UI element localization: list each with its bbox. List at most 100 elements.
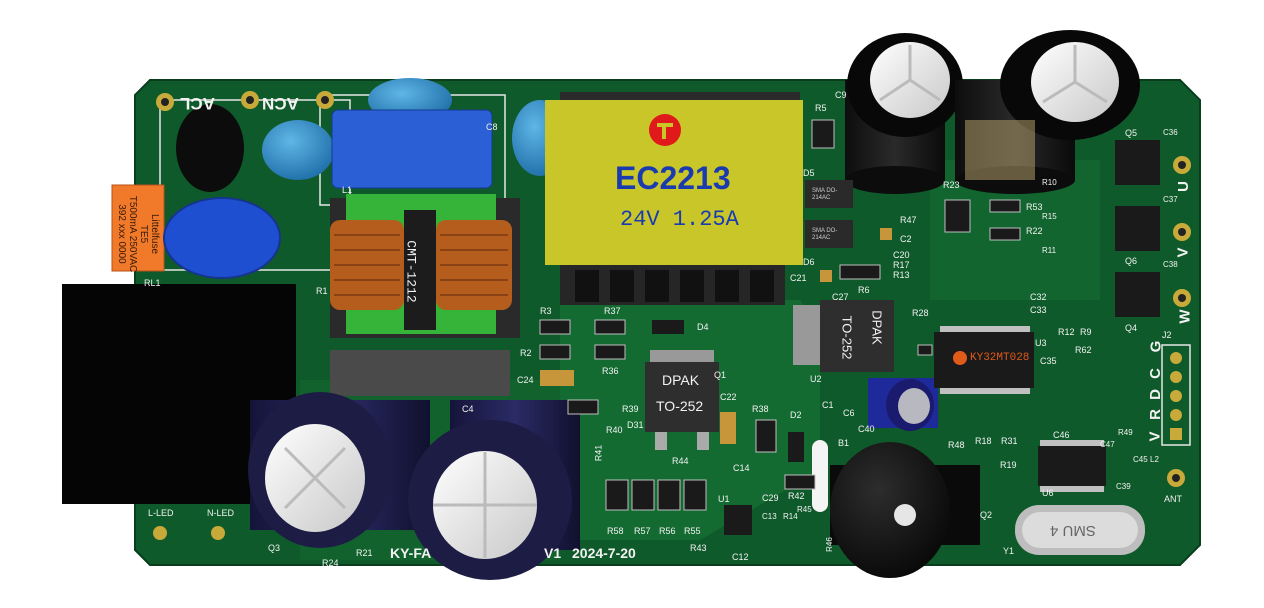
diode-d5-marking: SMA DO-214AC — [812, 188, 838, 201]
board-label-name: KY-FA — [390, 545, 432, 561]
ref-c6: C6 — [843, 408, 855, 418]
ref-c2: C2 — [900, 234, 912, 244]
ref-r5: R5 — [815, 103, 827, 113]
ref-d5: D5 — [803, 168, 815, 178]
ref-c22: C22 — [720, 392, 737, 402]
uvw-u: U — [1174, 181, 1192, 192]
label-acl: ACL — [180, 94, 215, 113]
ref-r2: R2 — [520, 348, 532, 358]
ref-r56: R56 — [659, 526, 676, 536]
ref-r19: R19 — [1000, 460, 1017, 470]
ref-c20: C20 — [893, 250, 910, 260]
ref-r41: R41 — [593, 444, 604, 462]
ref-r17: R17 — [893, 260, 910, 270]
ref-c9: C9 — [835, 90, 847, 100]
electrolytic-cap-c40 — [868, 378, 938, 431]
ref-r53: R53 — [1026, 202, 1043, 212]
ref-r13: R13 — [893, 270, 910, 280]
dpak-u2 — [793, 300, 894, 372]
diode-d6-marking: SMA DO-214AC — [812, 228, 838, 241]
ref-r37: R37 — [604, 306, 621, 316]
ref-r12: R12 — [1058, 327, 1075, 337]
ref-c12: C12 — [732, 552, 749, 562]
ref-c37: C37 — [1163, 195, 1178, 204]
electrolytic-cap-q3-left — [248, 392, 430, 548]
fuse-code: 392 xxx 0000 — [116, 204, 127, 264]
ref-r24: R24 — [322, 558, 339, 568]
ref-r42: R42 — [788, 491, 805, 501]
q4 — [1115, 272, 1160, 317]
uvw-v: V — [1174, 247, 1192, 258]
l-led-pad — [153, 526, 167, 540]
ref-c8: C8 — [486, 122, 498, 132]
ref-r9: R9 — [1080, 327, 1092, 337]
mcu-model: KY32MT028 — [970, 352, 1030, 364]
ref-b1: B1 — [838, 438, 850, 448]
ref-r22: R22 — [1026, 226, 1043, 236]
transformer-rating: 24V 1.25A — [620, 207, 739, 232]
ref-r49: R49 — [1118, 428, 1133, 437]
j2-pin-c: C — [1146, 368, 1164, 379]
label-ant: ANT — [1164, 494, 1182, 504]
ref-r40: R40 — [606, 425, 623, 435]
electrolytic-cap-c9-right — [955, 30, 1140, 194]
board-label-date: 2024-7-20 — [572, 545, 636, 561]
ref-q1: Q1 — [714, 370, 727, 380]
dpak-q1 — [645, 350, 719, 450]
bridge-rectifier — [330, 350, 510, 396]
ref-q2: Q2 — [980, 510, 993, 520]
ref-r55: R55 — [684, 526, 701, 536]
electrolytic-cap-c4 — [408, 400, 580, 580]
ref-r14: R14 — [783, 512, 798, 521]
dpak-u2-label-2: TO-252 — [839, 315, 855, 360]
ref-c13: C13 — [762, 512, 777, 521]
board-label-version: V1 — [544, 545, 562, 561]
ref-u1: U1 — [718, 494, 730, 504]
u1-chip — [724, 505, 752, 535]
ref-c45: C45 — [1133, 455, 1148, 464]
transformer — [545, 92, 803, 305]
ref-c36: C36 — [1163, 128, 1178, 137]
ref-r48: R48 — [948, 440, 965, 450]
ref-q4: Q4 — [1125, 323, 1138, 333]
ref-c1: C1 — [822, 400, 834, 410]
ref-r23: R23 — [943, 180, 960, 190]
ref-c39: C39 — [1116, 482, 1131, 491]
ref-r47: R47 — [900, 215, 917, 225]
ref-u2: U2 — [810, 374, 822, 384]
dpak-u2-label-1: DPAK — [869, 310, 885, 345]
smd-resistors — [539, 119, 1021, 511]
ref-c38: C38 — [1163, 260, 1178, 269]
uvw-pads — [1173, 156, 1191, 307]
common-mode-choke — [330, 194, 520, 338]
buzzer — [830, 442, 980, 578]
uvw-w: W — [1176, 309, 1194, 324]
ref-r1: R1 — [316, 286, 328, 296]
smd-diodes — [652, 180, 853, 462]
ref-q3: Q3 — [268, 543, 281, 553]
n-led-pad — [211, 526, 225, 540]
ycap-1 — [262, 120, 334, 180]
ref-r62: R62 — [1075, 345, 1092, 355]
ref-r18: R18 — [975, 436, 992, 446]
ref-l1: L1 — [342, 185, 353, 195]
j2-pin-d: D — [1146, 389, 1164, 400]
ref-c35: C35 — [1040, 356, 1057, 366]
ref-r28: R28 — [912, 308, 929, 318]
j2-pin-r: R — [1146, 409, 1164, 420]
ref-r3: R3 — [540, 306, 552, 316]
ref-r11: R11 — [1042, 246, 1057, 255]
ref-rl1: RL1 — [144, 278, 161, 288]
ref-c4: C4 — [462, 404, 474, 414]
label-acn: ACN — [262, 94, 299, 113]
ref-c27: C27 — [832, 292, 849, 302]
ref-c14: C14 — [733, 463, 750, 473]
ref-c21: C21 — [790, 273, 807, 283]
q6 — [1115, 206, 1160, 251]
ref-q6: Q6 — [1125, 256, 1138, 266]
ref-r38: R38 — [752, 404, 769, 414]
ref-d6: D6 — [803, 257, 815, 267]
ref-d31: D31 — [627, 420, 644, 430]
